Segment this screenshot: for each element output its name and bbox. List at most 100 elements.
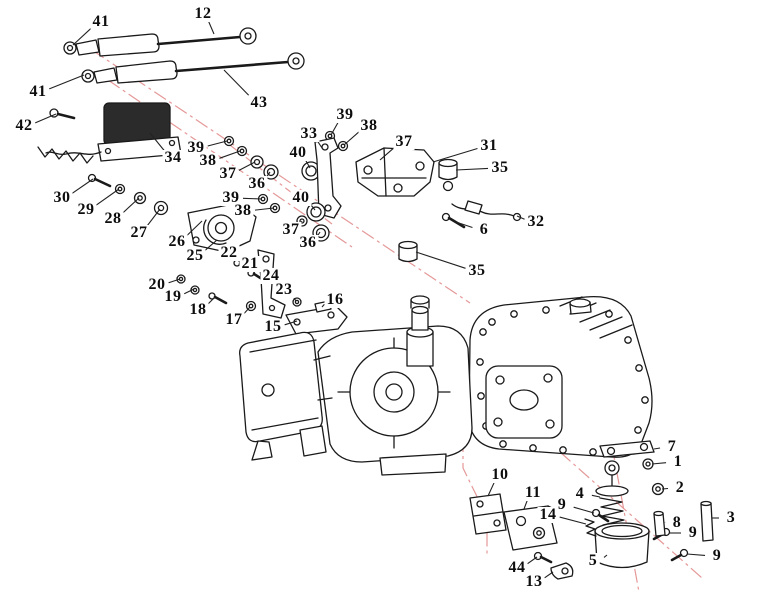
leader-line-7-41	[653, 447, 661, 450]
callout-label-1-42: 1	[671, 453, 685, 470]
callout-label-21-31: 21	[239, 255, 261, 272]
callout-label-38-21: 38	[232, 202, 254, 219]
callout-label-42-4: 42	[13, 117, 35, 134]
callout-label-41-2: 41	[27, 83, 49, 100]
callout-label-16-38: 16	[324, 291, 346, 308]
callout-label-28-19: 28	[102, 210, 124, 227]
part-washer-chain-left	[87, 173, 169, 216]
leader-line-38-6	[343, 131, 360, 146]
leader-line-39-11	[207, 140, 228, 147]
part-stud-3	[700, 500, 714, 542]
leader-line-6-25	[455, 221, 473, 229]
leader-line-43-3	[223, 69, 251, 98]
callout-label-25-29: 25	[184, 247, 206, 264]
leader-line-9-52	[686, 553, 706, 556]
callout-label-27-23: 27	[128, 224, 150, 241]
leader-line-39-20	[242, 197, 263, 200]
leader-line-29-18	[95, 188, 120, 206]
leader-line-37-8	[379, 146, 395, 161]
callout-label-40-22: 40	[290, 189, 312, 206]
leader-line-4-46	[591, 494, 601, 498]
leader-line-19-35	[183, 288, 195, 295]
part-mount-35-lower	[398, 240, 418, 263]
callout-label-31-9: 31	[478, 137, 500, 154]
callout-label-8-50: 8	[670, 514, 684, 531]
leader-line-34-10	[149, 132, 166, 152]
callout-label-9-47: 9	[555, 496, 569, 513]
leader-line-1-42	[651, 462, 667, 465]
leader-line-44-54	[527, 556, 538, 565]
callout-label-22-30: 22	[218, 244, 240, 261]
leader-line-30-17	[71, 178, 94, 194]
leader-line-16-38	[321, 303, 325, 308]
callout-label-38-6: 38	[358, 117, 380, 134]
callout-label-26-24: 26	[166, 233, 188, 250]
part-engine-assembly	[239, 295, 653, 476]
callout-label-32-26: 32	[525, 213, 547, 230]
callout-label-6-25: 6	[477, 221, 491, 238]
leader-line-38-12	[219, 150, 241, 159]
leader-line-11-44	[523, 500, 528, 510]
part-spring-14	[584, 518, 597, 537]
leader-line-41-0	[72, 27, 93, 46]
leader-line-5-53	[603, 554, 608, 558]
part-washer-1	[642, 458, 654, 470]
part-lever-arm	[257, 249, 286, 319]
callout-label-40-13: 40	[287, 144, 309, 161]
leader-line-18-37	[207, 296, 216, 305]
callout-label-34-10: 34	[162, 149, 184, 166]
leader-line-35-32	[415, 251, 466, 269]
leader-line-41-2	[49, 74, 85, 90]
callout-label-37-15: 37	[217, 165, 239, 182]
part-pin-8	[653, 510, 666, 537]
callout-label-5-53: 5	[586, 552, 600, 569]
callout-label-13-55: 13	[523, 573, 545, 590]
part-bolt-42	[49, 108, 76, 120]
callout-label-33-7: 33	[298, 125, 320, 142]
callout-label-4-46: 4	[573, 485, 587, 502]
leader-line-10-43	[487, 482, 495, 497]
callout-label-39-11: 39	[185, 139, 207, 156]
callout-label-37-8: 37	[393, 133, 415, 150]
leader-line-39-5	[330, 122, 339, 136]
callout-label-17-39: 17	[223, 311, 245, 328]
callout-label-14-48: 14	[537, 506, 559, 523]
callout-label-19-35: 19	[162, 288, 184, 305]
part-control-rod-12	[63, 27, 257, 57]
leader-line-35-14	[455, 167, 489, 171]
callout-label-23-36: 23	[273, 281, 295, 298]
part-control-rod-43	[81, 52, 305, 84]
part-washer-chain-mid	[257, 193, 330, 242]
leader-line-14-48	[559, 516, 587, 525]
callout-label-37-27: 37	[280, 221, 302, 238]
part-cable-32	[451, 200, 522, 222]
leader-line-25-29	[204, 239, 218, 252]
part-module-34	[37, 102, 182, 164]
callout-label-44-54: 44	[506, 559, 528, 576]
callout-label-30-17: 30	[51, 189, 73, 206]
leader-line-40-13	[305, 159, 311, 169]
leader-line-12-1	[208, 21, 215, 35]
callout-label-39-5: 39	[334, 106, 356, 123]
callout-label-36-28: 36	[297, 234, 319, 251]
leader-line-13-55	[544, 571, 554, 579]
callout-label-15-40: 15	[262, 318, 284, 335]
leader-line-9-47	[573, 506, 595, 514]
leader-line-2-45	[661, 487, 669, 490]
leader-line-26-24	[185, 220, 203, 237]
callout-label-3-49: 3	[724, 509, 738, 526]
leader-line-38-21	[254, 207, 275, 211]
callout-label-36-16: 36	[246, 175, 268, 192]
callout-label-9-52: 9	[710, 547, 724, 564]
leader-line-28-19	[121, 197, 140, 214]
callout-label-39-20: 39	[220, 189, 242, 206]
callout-label-10-43: 10	[489, 466, 511, 483]
callout-label-7-41: 7	[665, 438, 679, 455]
leader-line-37-15	[238, 161, 256, 171]
callout-label-18-37: 18	[187, 301, 209, 318]
part-bracket-10	[469, 493, 507, 535]
callout-label-29-18: 29	[75, 201, 97, 218]
callout-label-24-33: 24	[260, 267, 282, 284]
part-mount-35-upper	[438, 158, 458, 192]
